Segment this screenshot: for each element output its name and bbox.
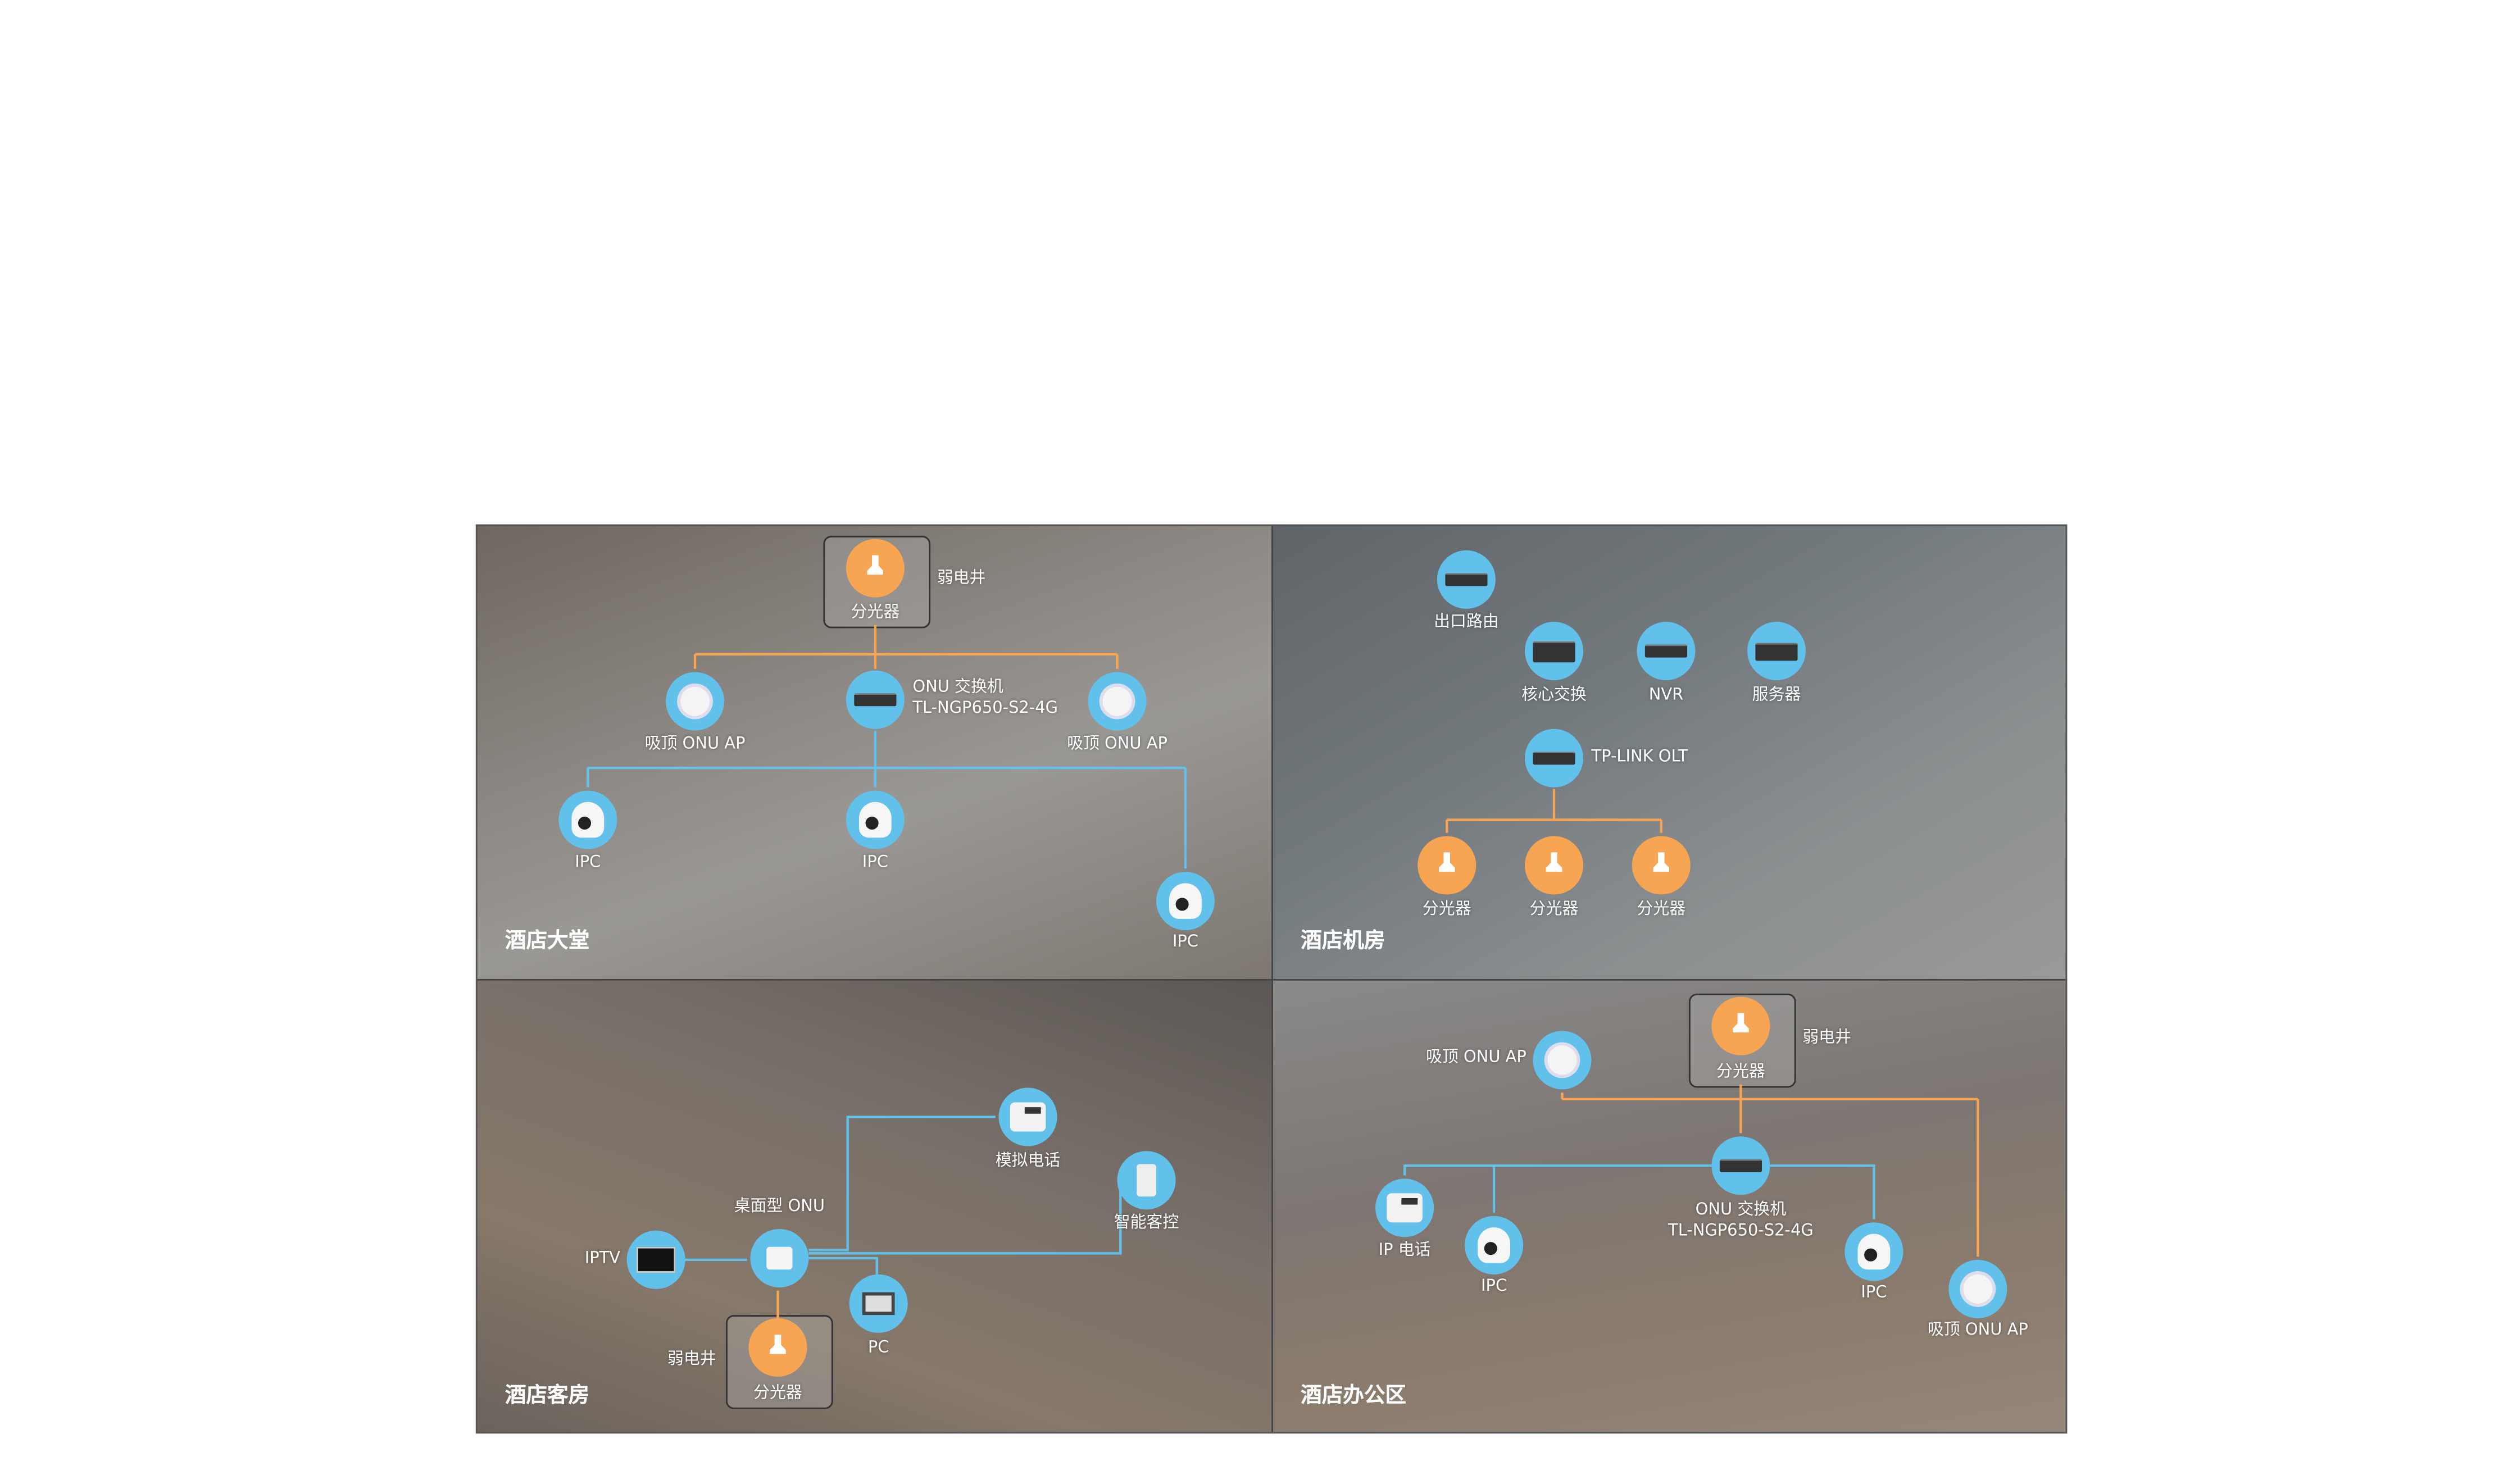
ap-label: 吸顶 ONU AP bbox=[1425, 1049, 1526, 1067]
phone-icon bbox=[1387, 1193, 1423, 1223]
olt-node bbox=[1524, 729, 1584, 787]
splitter-icon bbox=[867, 555, 884, 575]
server-label: 服务器 bbox=[1752, 686, 1801, 705]
splitter-label: 分光器 bbox=[1637, 901, 1686, 919]
splitter-icon bbox=[770, 1334, 786, 1354]
splitter-icon bbox=[1653, 852, 1670, 872]
iptv-label: IPTV bbox=[584, 1250, 621, 1268]
analog-phone-node bbox=[998, 1087, 1057, 1146]
desktop-onu-node bbox=[750, 1228, 809, 1288]
splitter-node bbox=[1711, 996, 1770, 1055]
splitter-node bbox=[1417, 836, 1476, 895]
panel-hotel-lobby bbox=[475, 524, 1272, 979]
iptv-node bbox=[626, 1230, 685, 1289]
switch-model-label: TL-NGP650-S2-4G bbox=[1668, 1222, 1814, 1241]
camera-icon bbox=[858, 802, 892, 838]
shaft-label: 弱电井 bbox=[1802, 1029, 1851, 1048]
shaft-label: 弱电井 bbox=[937, 570, 986, 588]
ipc-label: IPC bbox=[862, 854, 888, 872]
splitter-label: 分光器 bbox=[1422, 901, 1471, 919]
ceiling-ap-node bbox=[1088, 672, 1147, 731]
switch-label: ONU 交换机 bbox=[1695, 1201, 1787, 1219]
ap-label: 吸顶 ONU AP bbox=[1927, 1321, 2028, 1340]
access-point-icon bbox=[1099, 683, 1135, 720]
onu-switch-node bbox=[1711, 1136, 1770, 1195]
switch-icon bbox=[1719, 1159, 1762, 1172]
core-switch-node bbox=[1524, 621, 1584, 681]
ipc-node bbox=[846, 790, 905, 849]
panel-title: 酒店大堂 bbox=[505, 929, 590, 954]
ipc-label: IPC bbox=[1172, 933, 1198, 952]
nvr-icon bbox=[1644, 644, 1688, 658]
camera-icon bbox=[1857, 1233, 1891, 1270]
room-control-icon bbox=[1137, 1164, 1156, 1197]
onu-icon bbox=[766, 1246, 793, 1270]
divider bbox=[475, 978, 2068, 981]
ipc-node bbox=[1844, 1222, 1903, 1281]
access-point-icon bbox=[1960, 1271, 1996, 1307]
ipc-label: IPC bbox=[575, 854, 601, 872]
switch-icon bbox=[1533, 640, 1575, 662]
camera-icon bbox=[571, 802, 605, 838]
shaft-label: 弱电井 bbox=[667, 1350, 716, 1369]
onu-label: 桌面型 ONU bbox=[734, 1198, 825, 1216]
ipc-node bbox=[1156, 872, 1215, 931]
panel-title: 酒店机房 bbox=[1301, 929, 1385, 954]
olt-label: TP-LINK OLT bbox=[1591, 748, 1688, 767]
tv-icon bbox=[636, 1246, 676, 1273]
splitter-label: 分光器 bbox=[1529, 901, 1579, 919]
ipc-label: IPC bbox=[1480, 1277, 1507, 1296]
phone-label: 模拟电话 bbox=[995, 1153, 1061, 1171]
ceiling-ap-node bbox=[666, 672, 725, 731]
splitter-icon bbox=[1546, 852, 1562, 872]
ap-label: 吸顶 ONU AP bbox=[644, 735, 746, 754]
ipc-node bbox=[558, 790, 617, 849]
core-switch-label: 核心交换 bbox=[1521, 686, 1587, 705]
panel-title: 酒店客房 bbox=[505, 1383, 590, 1409]
room-control-node bbox=[1117, 1151, 1176, 1210]
ipc-label: IPC bbox=[1861, 1284, 1887, 1303]
switch-icon bbox=[854, 693, 897, 707]
panel-server-room bbox=[1271, 524, 2068, 979]
ethernet-lines bbox=[587, 730, 1875, 1274]
ceiling-ap-node bbox=[1533, 1031, 1592, 1090]
splitter-label: 分光器 bbox=[1716, 1063, 1765, 1081]
access-point-icon bbox=[677, 683, 713, 720]
fiber-lines bbox=[693, 625, 1979, 1318]
splitter-node bbox=[1632, 836, 1691, 895]
splitter-icon bbox=[1732, 1013, 1749, 1033]
splitter-label: 分光器 bbox=[753, 1385, 802, 1403]
router-icon bbox=[1445, 573, 1488, 586]
splitter-icon bbox=[1438, 852, 1455, 872]
ceiling-ap-node bbox=[1948, 1259, 2007, 1318]
ip-phone-node bbox=[1375, 1178, 1434, 1237]
olt-icon bbox=[1533, 752, 1575, 765]
ap-label: 吸顶 ONU AP bbox=[1067, 735, 1167, 754]
camera-icon bbox=[1169, 883, 1202, 919]
splitter-node bbox=[1524, 836, 1584, 895]
nvr-node bbox=[1637, 621, 1696, 681]
onu-switch-node bbox=[846, 670, 905, 729]
splitter-label: 分光器 bbox=[851, 604, 900, 622]
pc-icon bbox=[862, 1292, 895, 1315]
switch-label: ONU 交换机 bbox=[912, 679, 1003, 697]
router-label: 出口路由 bbox=[1434, 613, 1499, 632]
panel-title: 酒店办公区 bbox=[1301, 1383, 1407, 1409]
nvr-label: NVR bbox=[1648, 686, 1684, 705]
access-point-icon bbox=[1544, 1042, 1580, 1078]
server-node bbox=[1747, 621, 1806, 681]
splitter-node bbox=[846, 539, 905, 598]
camera-icon bbox=[1478, 1227, 1510, 1263]
phone-icon bbox=[1010, 1102, 1046, 1132]
splitter-node bbox=[748, 1318, 807, 1377]
pc-node bbox=[849, 1274, 908, 1333]
pc-label: PC bbox=[867, 1339, 889, 1358]
room-control-label: 智能客控 bbox=[1114, 1214, 1179, 1232]
router-node bbox=[1437, 550, 1496, 609]
ip-phone-label: IP 电话 bbox=[1378, 1242, 1431, 1260]
ipc-node bbox=[1465, 1216, 1524, 1274]
server-icon bbox=[1755, 642, 1798, 660]
switch-model-label: TL-NGP650-S2-4G bbox=[912, 699, 1058, 718]
